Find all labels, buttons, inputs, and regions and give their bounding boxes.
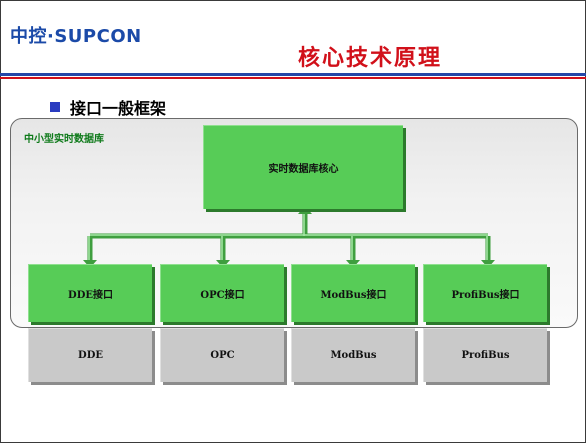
dde-source-box: DDE — [28, 328, 152, 382]
header-rule-blue — [0, 73, 586, 76]
section-heading: 接口一般框架 — [70, 99, 167, 118]
arrow-up-core-icon — [298, 206, 312, 214]
container-label: 中小型实时数据库 — [24, 134, 104, 145]
modbus-source-box: ModBus — [291, 328, 415, 382]
supcon-logo: 中控·SUPCON — [10, 26, 142, 47]
bullet-square-icon — [50, 102, 60, 112]
opc-interface-box: OPC接口 — [160, 264, 284, 322]
header-rule-red — [0, 77, 586, 79]
dde-interface-box: DDE接口 — [28, 264, 152, 322]
section-bullet: 接口一般框架 — [50, 95, 166, 119]
modbus-interface-box: ModBus接口 — [291, 264, 415, 322]
profibus-source-box: ProfiBus — [423, 328, 547, 382]
slide-title: 核心技术原理 — [298, 45, 443, 71]
database-core-box: 实时数据库核心 — [203, 125, 403, 209]
opc-source-box: OPC — [160, 328, 284, 382]
profibus-interface-box: ProfiBus接口 — [423, 264, 547, 322]
